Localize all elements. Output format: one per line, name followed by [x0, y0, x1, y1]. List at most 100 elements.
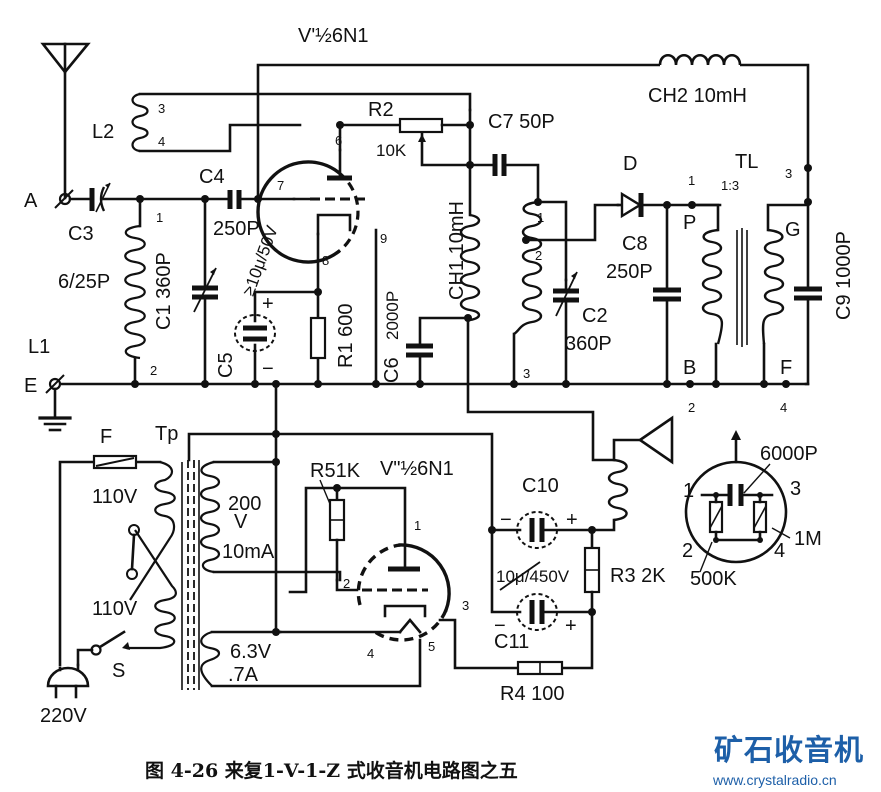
pin-3: 3: [462, 598, 469, 613]
C9-label: C9 1000P: [833, 231, 855, 320]
capacitor-C7: C7 50P: [468, 111, 555, 204]
TL-pin-2: 2: [688, 400, 695, 415]
coil-L2: L2 3 4: [92, 92, 472, 153]
C11-minus: −: [494, 615, 506, 637]
C11-plus: +: [565, 615, 577, 637]
antenna: [40, 42, 91, 200]
diode-D-label: D: [623, 153, 637, 175]
C8-value: 250P: [606, 261, 653, 283]
transformer-Tp: Tp 110V 110V 200 V 10mA 6.3V .7A: [92, 423, 494, 690]
C4-label: C4: [199, 166, 225, 188]
tube-V2-label: V"½6N1: [380, 458, 454, 480]
capacitor-C2: C2 360P: [553, 271, 612, 386]
C5-plus: +: [262, 293, 274, 315]
TL-P: P: [683, 212, 696, 234]
C2-label: C2: [582, 305, 608, 327]
coil-L1: L1 1 2: [28, 197, 163, 386]
R3-label: R3 2K: [610, 565, 666, 587]
L1-label: L1: [28, 336, 50, 358]
capacitor-C9: C9 1000P: [794, 203, 855, 386]
CH2-label: CH2 10mH: [648, 85, 747, 107]
resistor-R4: R4 100: [500, 660, 565, 705]
TL-pin-4: 4: [780, 400, 787, 415]
speaker-inset: 6000P 500K 1M 1 2 3 4: [682, 430, 822, 590]
capacitor-C5: + − C5 ≥10μ/50V: [215, 223, 318, 386]
C6-value: 2000P: [383, 291, 402, 340]
Tp-primary1: 110V: [92, 486, 138, 508]
R2-label: R2: [368, 99, 394, 121]
terminal-A-label: A: [24, 190, 38, 212]
pin-6: 6: [335, 133, 342, 148]
Tp-primary2: 110V: [92, 598, 138, 620]
C4-value: 250P: [213, 218, 260, 240]
inset-pin-1: 1: [683, 480, 694, 502]
speaker-coil: [590, 415, 674, 532]
inset-pin-2: 2: [682, 540, 693, 562]
resistor-R5: R51K: [288, 460, 361, 594]
C8-label: C8: [622, 233, 648, 255]
plug-voltage: 220V: [40, 705, 87, 727]
R1-label: R1 600: [335, 303, 357, 368]
TL-pin-1: 1: [688, 173, 695, 188]
inset-r-right: 1M: [794, 528, 822, 550]
terminal-A: A: [24, 189, 74, 212]
coil-tap-1: 1: [537, 210, 544, 225]
mains-plug: 220V: [40, 663, 90, 727]
inset-cap-value: 6000P: [760, 443, 818, 465]
coil-tap-3: 3: [523, 366, 530, 381]
TL-F: F: [780, 357, 792, 379]
capacitor-C11: C11 − +: [490, 528, 596, 653]
pin-1: 1: [414, 518, 421, 533]
Tp-label: Tp: [155, 423, 178, 445]
R5-label: R51K: [310, 460, 361, 482]
ground-bus: E: [24, 374, 810, 432]
capacitor-C4: C4 250P: [199, 166, 260, 240]
capacitor-C3: C3 6/25P: [58, 182, 111, 293]
L1-tap-2: 2: [150, 363, 157, 378]
terminal-E-label: E: [24, 375, 37, 397]
resistor-R3: R3 2K: [558, 528, 666, 670]
R4-label: R4 100: [500, 683, 565, 705]
Tp-hv: 200: [228, 493, 261, 515]
transformer-TL: TL 1:3 P B G F 1 2 3 4: [683, 151, 810, 415]
pin-9: 9: [380, 231, 387, 246]
potentiometer-R2: R2 10K: [336, 99, 474, 167]
pin-4: 4: [367, 646, 374, 661]
TL-B: B: [683, 357, 696, 379]
Tp-hv-current: 10mA: [222, 541, 275, 563]
C5-label: C5: [215, 352, 237, 378]
pin-5: 5: [428, 639, 435, 654]
capacitor-C10: C10 − +: [488, 475, 596, 549]
C10-plus: +: [566, 509, 578, 531]
capacitor-C1: C1 360P: [153, 197, 218, 386]
fuse-F-label: F: [100, 426, 112, 448]
capacitor-C8: C8 250P: [606, 203, 681, 386]
C10-C11-value: 10μ/450V: [496, 567, 570, 586]
R2-value: 10K: [376, 141, 407, 160]
inset-r-left: 500K: [690, 568, 737, 590]
resistor-R1: R1 600: [309, 303, 357, 368]
L2-label: L2: [92, 121, 114, 143]
C1-label: C1 360P: [153, 252, 175, 330]
TL-pin-3: 3: [785, 166, 792, 181]
C10-minus: −: [500, 509, 512, 531]
C2-value: 360P: [565, 333, 612, 355]
pin-7: 7: [277, 178, 284, 193]
L1-tap-1: 1: [156, 210, 163, 225]
switch-S: S: [76, 630, 130, 682]
C3-label: C3: [68, 223, 94, 245]
C7-label: C7 50P: [488, 111, 555, 133]
pin-2: 2: [343, 576, 350, 591]
figure-caption: 图 4-26 来复1-V-1-Z 式收音机电路图之五: [145, 759, 518, 782]
coil-tap-2: 2: [535, 248, 542, 263]
Tp-fil-a: .7A: [228, 664, 259, 686]
inset-pin-4: 4: [774, 540, 785, 562]
watermark-title: 矿石收音机: [714, 733, 864, 767]
TL-G: G: [785, 219, 801, 241]
CH1-label: CH1 10mH: [446, 201, 468, 300]
watermark-url: www.crystalradio.cn: [712, 772, 837, 788]
C3-value: 6/25P: [58, 271, 110, 293]
switch-S-label: S: [112, 660, 125, 682]
C11-label: C11: [494, 631, 529, 653]
